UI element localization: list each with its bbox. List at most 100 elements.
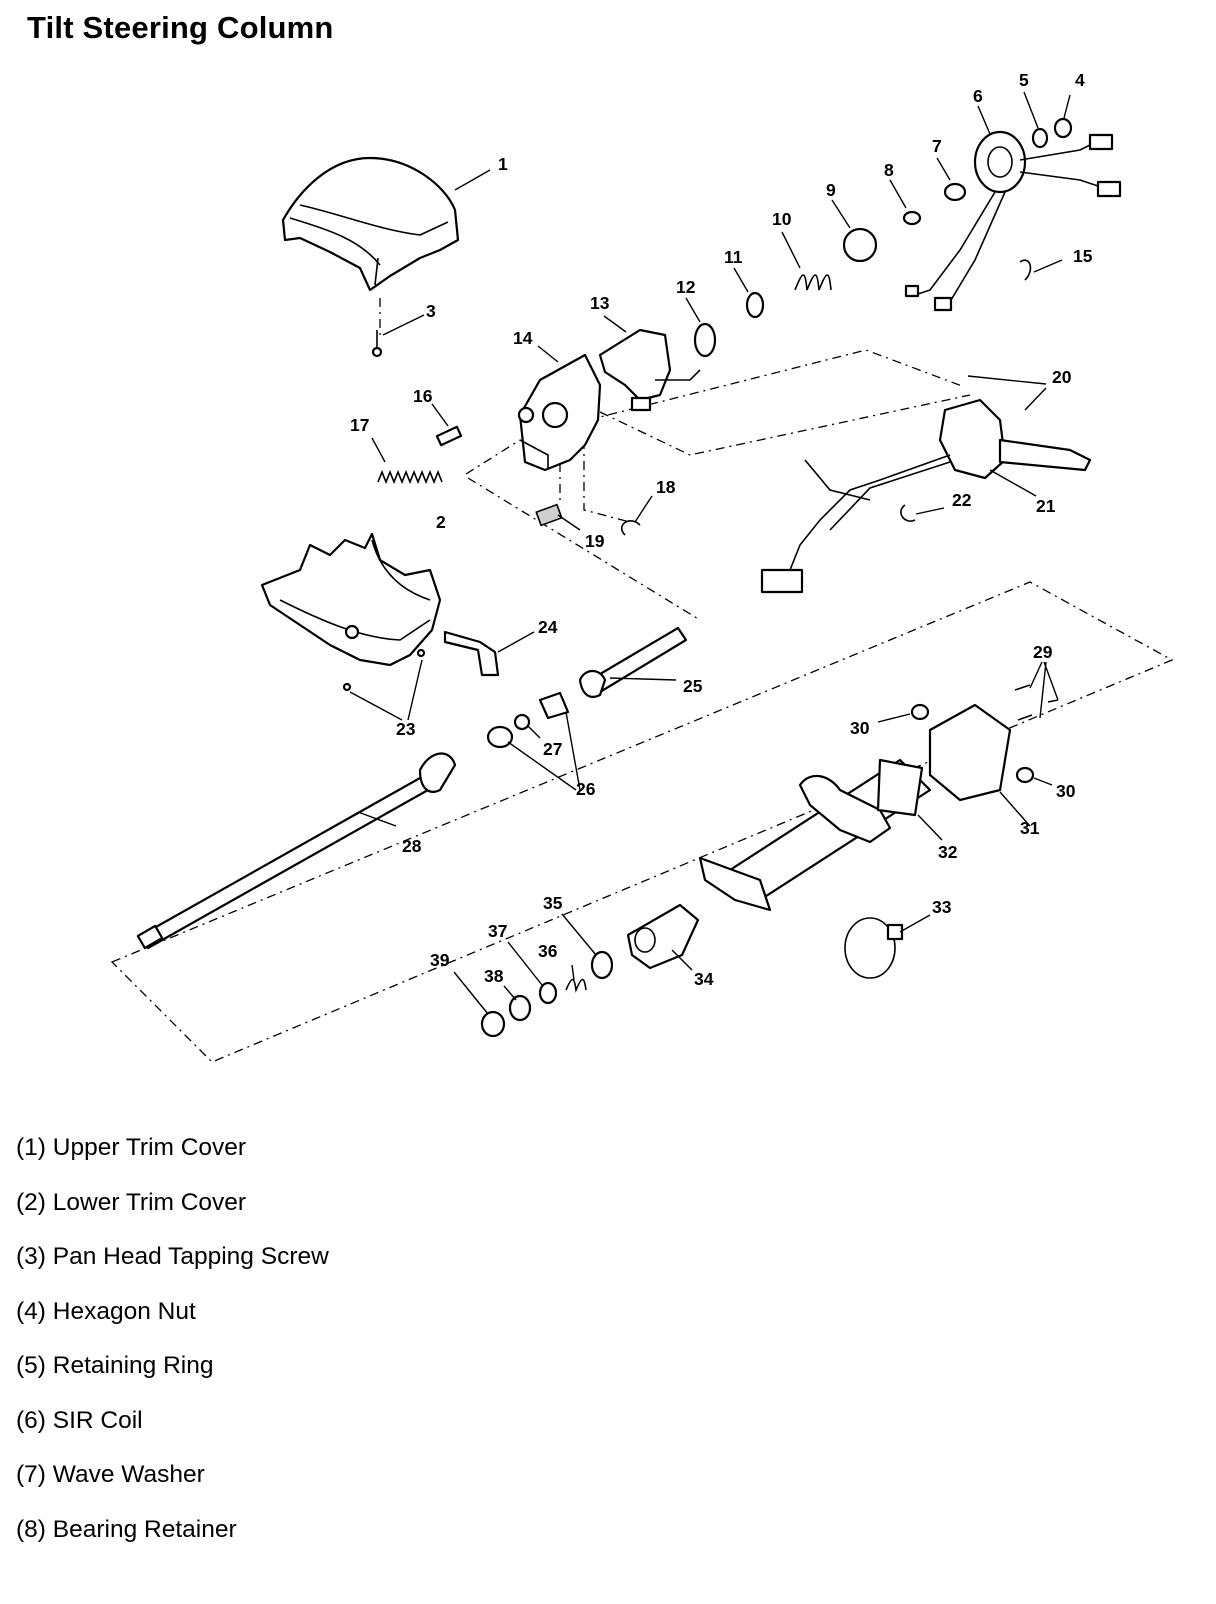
callout-30-right: 30 bbox=[1056, 781, 1076, 801]
callout-6: 6 bbox=[973, 86, 983, 106]
steering-shaft-part bbox=[136, 752, 457, 950]
lock-housing-part bbox=[517, 353, 602, 472]
bushings-30-part bbox=[910, 703, 1035, 784]
callout-34: 34 bbox=[694, 969, 714, 989]
callout-37: 37 bbox=[488, 921, 507, 941]
part-34 bbox=[626, 903, 700, 970]
switch-assembly-part bbox=[760, 398, 1092, 594]
bolts-29-part bbox=[1014, 684, 1059, 721]
sir-coil-part bbox=[904, 130, 1122, 312]
callout-10: 10 bbox=[772, 209, 792, 229]
legend-number: (6) bbox=[16, 1406, 46, 1434]
callout-15: 15 bbox=[1073, 246, 1093, 266]
callout-11: 11 bbox=[724, 247, 743, 267]
callout-38: 38 bbox=[484, 966, 504, 986]
assembly-dash-lines bbox=[110, 298, 1174, 1063]
callout-13: 13 bbox=[590, 293, 610, 313]
callout-18: 18 bbox=[656, 477, 676, 497]
callout-3: 3 bbox=[426, 301, 436, 321]
callout-27: 27 bbox=[543, 739, 562, 759]
legend-text: Lower Trim Cover bbox=[52, 1188, 247, 1216]
legend-number: (4) bbox=[16, 1297, 46, 1325]
diagram-title: Tilt Steering Column bbox=[27, 10, 334, 45]
spring-and-pin-part bbox=[377, 425, 463, 485]
lock-plate-part bbox=[745, 291, 765, 319]
callout-9: 9 bbox=[826, 180, 836, 200]
spring-10-part bbox=[794, 274, 832, 291]
callout-14: 14 bbox=[513, 328, 533, 348]
upper-trim-cover-part bbox=[281, 156, 460, 292]
retaining-clip-part bbox=[620, 520, 641, 536]
exploded-view-diagram: 1 2 3 4 5 6 7 8 9 10 11 12 13 14 15 16 1… bbox=[110, 70, 1174, 1063]
callout-24: 24 bbox=[538, 617, 558, 637]
upper-housing-part bbox=[928, 703, 1012, 802]
legend-number: (1) bbox=[16, 1134, 46, 1161]
lock-bolt-part bbox=[535, 503, 563, 527]
legend-number: (8) bbox=[16, 1515, 46, 1543]
callout-17: 17 bbox=[350, 415, 369, 435]
callout-16: 16 bbox=[413, 386, 433, 406]
small-parts-35-39 bbox=[480, 950, 614, 1038]
legend-text: Wave Washer bbox=[52, 1461, 205, 1488]
legend-item: (3) Pan Head Tapping Screw bbox=[16, 1239, 329, 1294]
legend-item: (5) Retaining Ring bbox=[16, 1348, 329, 1403]
lower-trim-cover-part bbox=[260, 532, 442, 667]
legend-number: (2) bbox=[16, 1188, 46, 1216]
legend-text: Pan Head Tapping Screw bbox=[52, 1243, 329, 1270]
callout-1: 1 bbox=[498, 154, 508, 174]
legend-text: Upper Trim Cover bbox=[52, 1134, 247, 1161]
legend-item: (1) Upper Trim Cover bbox=[16, 1130, 329, 1185]
legend-text: SIR Coil bbox=[52, 1406, 143, 1434]
callout-35: 35 bbox=[543, 893, 563, 913]
callout-33: 33 bbox=[932, 897, 952, 917]
retaining-ring-part bbox=[1031, 127, 1049, 149]
bearing-retainer-part bbox=[902, 210, 922, 226]
column-jacket-part bbox=[698, 758, 932, 912]
legend-text: Hexagon Nut bbox=[52, 1297, 196, 1325]
legend-number: (3) bbox=[16, 1243, 46, 1270]
callout-4: 4 bbox=[1075, 70, 1085, 90]
callout-36: 36 bbox=[538, 941, 558, 961]
legend-item: (2) Lower Trim Cover bbox=[16, 1185, 329, 1240]
legend-item: (6) SIR Coil bbox=[16, 1403, 329, 1458]
wire-clip-22-part bbox=[900, 504, 916, 522]
callout-2: 2 bbox=[436, 512, 446, 532]
legend-text: Bearing Retainer bbox=[52, 1515, 237, 1543]
gear-9-part bbox=[842, 227, 878, 263]
callout-12: 12 bbox=[676, 277, 696, 297]
legend-item: (7) Wave Washer bbox=[16, 1457, 329, 1512]
wire-clip-15-part bbox=[1019, 259, 1032, 281]
legend-number: (5) bbox=[16, 1352, 46, 1379]
hexagon-nut-part bbox=[1053, 117, 1073, 139]
leader-lines bbox=[349, 91, 1071, 1015]
callout-8: 8 bbox=[884, 160, 894, 180]
legend-text: Retaining Ring bbox=[52, 1352, 214, 1379]
callout-5: 5 bbox=[1019, 70, 1029, 90]
callout-22: 22 bbox=[952, 490, 972, 510]
callout-28: 28 bbox=[402, 836, 422, 856]
ring-12-part bbox=[693, 322, 717, 358]
callout-39: 39 bbox=[430, 950, 450, 970]
callout-25: 25 bbox=[683, 676, 703, 696]
callout-19: 19 bbox=[585, 531, 605, 551]
parts-legend: (1) Upper Trim Cover (2) Lower Trim Cove… bbox=[16, 1130, 329, 1566]
legend-number: (7) bbox=[16, 1461, 46, 1488]
legend-item: (8) Bearing Retainer bbox=[16, 1512, 329, 1567]
callout-7: 7 bbox=[932, 136, 942, 156]
callout-labels: 1 2 3 4 5 6 7 8 9 10 11 12 13 14 15 16 1… bbox=[350, 70, 1093, 989]
callout-30-top: 30 bbox=[850, 718, 870, 738]
joint-parts-26-27 bbox=[486, 691, 570, 749]
legend-item: (4) Hexagon Nut bbox=[16, 1294, 329, 1349]
callout-20: 20 bbox=[1052, 367, 1072, 387]
callout-23: 23 bbox=[396, 719, 416, 739]
callout-21: 21 bbox=[1036, 496, 1056, 516]
lock-actuator-part bbox=[598, 328, 701, 412]
shaft-25-part bbox=[578, 626, 688, 698]
tapping-screw-part bbox=[371, 330, 383, 358]
part-24 bbox=[443, 630, 500, 677]
lower-cover-screws-part bbox=[342, 648, 426, 692]
callout-32: 32 bbox=[938, 842, 958, 862]
wave-washer-part bbox=[943, 182, 967, 202]
callout-26: 26 bbox=[576, 779, 596, 799]
callout-29: 29 bbox=[1033, 642, 1053, 662]
